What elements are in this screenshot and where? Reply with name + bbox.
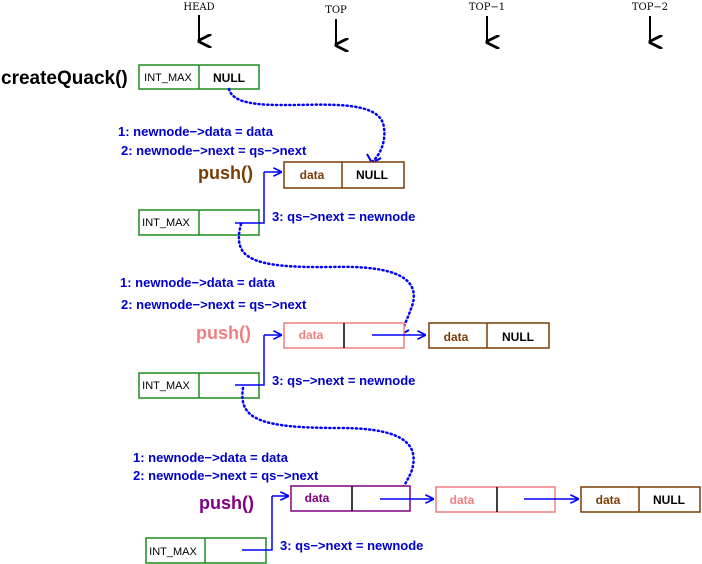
- top-minus-2-label: TOP−2: [632, 2, 668, 13]
- stage3-middle-node-data: data: [450, 493, 475, 507]
- stage3-push-label: push(): [199, 493, 254, 513]
- stage2-old-node-null: NULL: [502, 330, 534, 344]
- head-node-null: NULL: [213, 71, 245, 85]
- stage1-step1: 1: newnode−>data = data: [118, 124, 274, 139]
- head-node-intmax: INT_MAX: [144, 72, 192, 84]
- head-label: HEAD: [183, 2, 214, 13]
- stage1-link-line: [235, 172, 265, 224]
- stage1-step2: 2: newnode−>next = qs−>next: [121, 143, 307, 158]
- stage3-link-line: [242, 496, 273, 551]
- stage3-step2: 2: newnode−>next = qs−>next: [133, 468, 319, 483]
- stage2-link-line: [235, 335, 265, 386]
- stage3-step3: 3: qs−>next = newnode: [280, 538, 423, 553]
- stage1-node-null: NULL: [356, 168, 388, 182]
- stage2-step2: 2: newnode−>next = qs−>next: [121, 297, 307, 312]
- create-quack-label: createQuack(): [1, 68, 128, 89]
- head-node: INT_MAX NULL: [138, 64, 260, 90]
- stage3-old-node-null: NULL: [653, 493, 685, 507]
- stage3-head-node: INT_MAX: [145, 537, 267, 564]
- stage1-node-data: data: [300, 168, 325, 182]
- stage3-old-node-data: data: [596, 493, 621, 507]
- create-quack-section: createQuack() INT_MAX NULL: [1, 64, 386, 165]
- top-minus-1-label: TOP−1: [469, 2, 505, 13]
- stage1-head-intmax: INT_MAX: [142, 217, 190, 229]
- top-label: TOP: [325, 5, 347, 16]
- stage2-push-label: push(): [196, 323, 251, 343]
- push-stage-1: 1: newnode−>data = data 2: newnode−>next…: [118, 124, 416, 337]
- stage2-old-node-data: data: [444, 330, 469, 344]
- stage2-head-intmax: INT_MAX: [142, 380, 190, 392]
- header-pointers: HEAD TOP TOP−1 TOP−2: [183, 2, 668, 45]
- stage3-head-intmax: INT_MAX: [149, 546, 197, 558]
- push-stage-2: 1: newnode−>data = data 2: newnode−>next…: [120, 275, 550, 497]
- stage1-step3: 3: qs−>next = newnode: [272, 209, 415, 224]
- stage2-node-data: data: [299, 328, 324, 342]
- push-stage-3: 1: newnode−>data = data 2: newnode−>next…: [133, 450, 701, 564]
- stage3-step1: 1: newnode−>data = data: [133, 450, 289, 465]
- stage3-old-node: data NULL: [580, 486, 701, 513]
- dotted-arrow-1: [227, 87, 386, 164]
- stage2-old-node: data NULL: [428, 322, 550, 349]
- stage2-step3: 3: qs−>next = newnode: [272, 373, 415, 388]
- dotted-arrow-3: [241, 386, 415, 496]
- stage2-head-node: INT_MAX: [138, 372, 260, 399]
- stage2-step1: 1: newnode−>data = data: [120, 275, 276, 290]
- dotted-arrow-2: [237, 222, 416, 336]
- stage3-node-data: data: [305, 491, 330, 505]
- stage1-new-node: data NULL: [283, 161, 405, 189]
- stage1-push-label: push(): [198, 163, 253, 183]
